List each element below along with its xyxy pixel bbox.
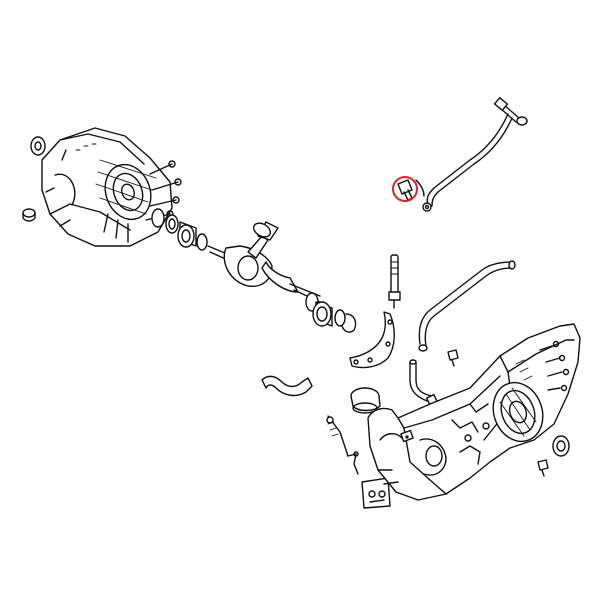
nut-left[interactable] [22,208,36,222]
spring-wire[interactable] [326,415,359,475]
grommet-cap[interactable] [350,387,393,425]
crankcase-half-left[interactable] [41,127,182,247]
gasket[interactable] [349,311,395,369]
seal-ring-left[interactable] [30,136,46,156]
crankcase-main[interactable] [367,323,581,501]
rubber-hose[interactable] [261,375,313,397]
fitting-screw[interactable] [397,179,413,201]
crankshaft[interactable] [207,220,321,303]
bearing-set-right[interactable] [305,292,357,333]
mounting-plate[interactable] [361,477,391,509]
impulse-tube[interactable] [409,359,439,407]
nipple-fitting[interactable] [447,349,459,367]
seal-ring-right[interactable] [552,435,570,457]
highlight-circle [392,176,418,202]
small-bolt[interactable] [537,459,549,477]
oil-line-upper[interactable] [415,97,528,212]
bearing-set-left[interactable] [151,208,208,251]
fuel-line[interactable] [418,260,516,352]
stud-bolt[interactable] [388,254,401,309]
